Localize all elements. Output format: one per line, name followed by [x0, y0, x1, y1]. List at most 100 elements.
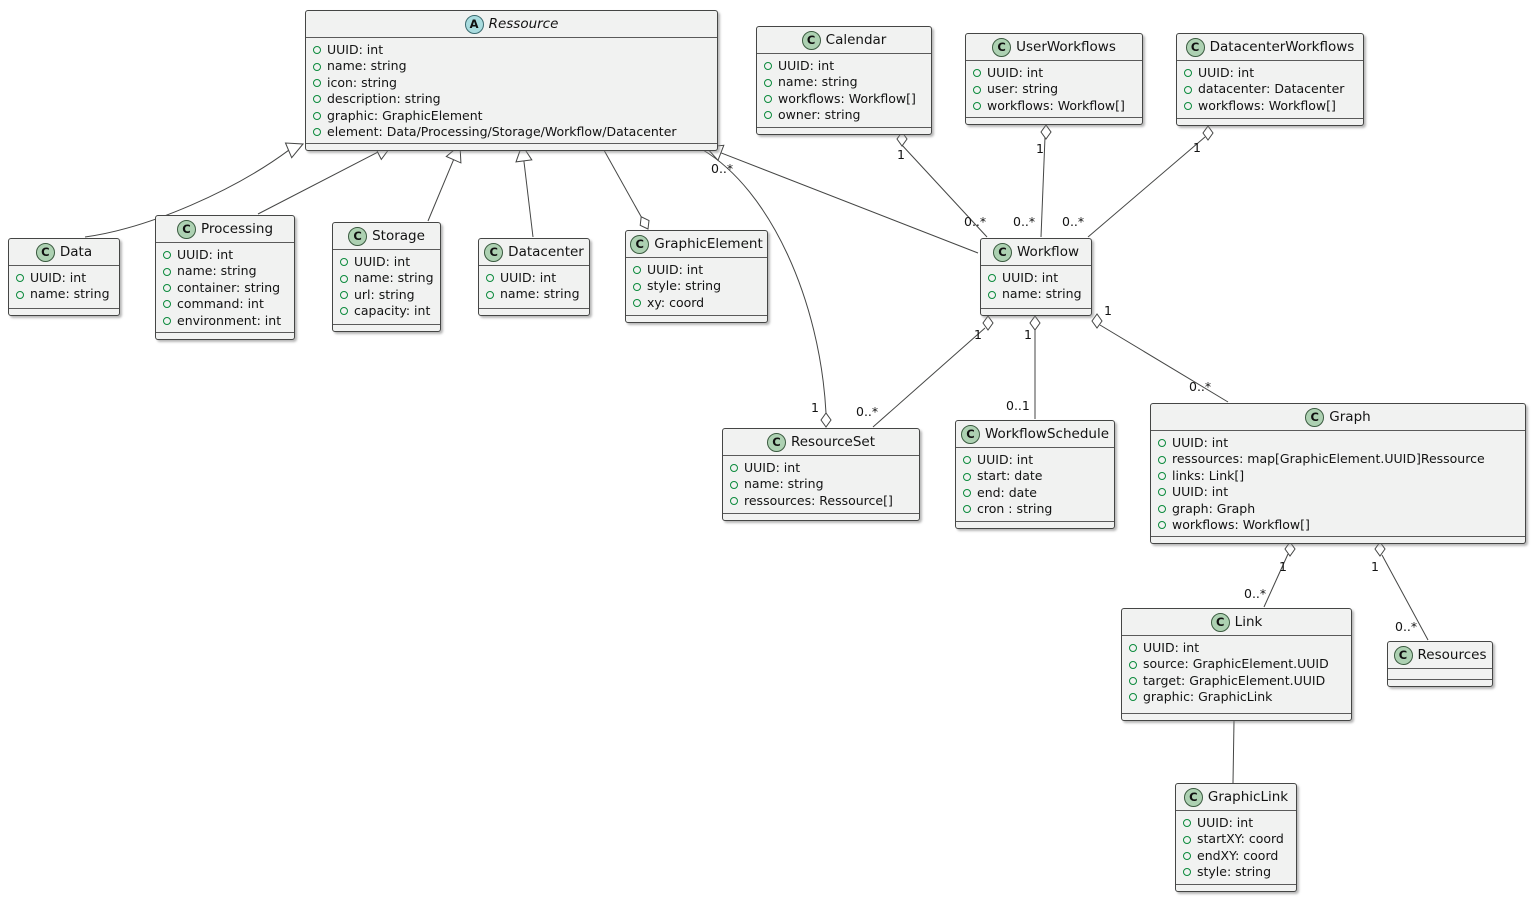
field-visibility-icon: [1129, 644, 1137, 653]
aggregation-diamond-workflow-resourceset: [982, 315, 994, 331]
methods-compartment: [1388, 679, 1492, 686]
field-text: links: Link[]: [1172, 467, 1245, 483]
field-visibility-icon: [988, 290, 996, 299]
class-icon: C: [766, 432, 786, 452]
field-row: environment: int: [163, 313, 287, 329]
field-row: graphic: GraphicElement: [313, 108, 710, 124]
field-row: UUID: int: [988, 270, 1084, 286]
field-row: name: string: [340, 270, 434, 286]
field-text: description: string: [327, 91, 441, 107]
field-row: UUID: int: [1129, 640, 1344, 656]
attributes-compartment: [1388, 669, 1492, 679]
multiplicity-label: 1: [1024, 327, 1032, 342]
field-row: links: Link[]: [1158, 468, 1518, 484]
field-text: workflows: Workflow[]: [1172, 517, 1310, 533]
field-visibility-icon: [963, 505, 971, 514]
field-text: owner: string: [778, 107, 861, 123]
field-row: target: GraphicElement.UUID: [1129, 673, 1344, 689]
field-visibility-icon: [963, 489, 971, 498]
edge-data-ressource: [84, 149, 289, 238]
multiplicity-label: 1: [974, 327, 982, 342]
class-icon: C: [1393, 645, 1413, 665]
class-header: C GraphicElement: [626, 231, 767, 258]
methods-compartment: [956, 521, 1114, 528]
field-row: UUID: int: [1158, 435, 1518, 451]
field-row: url: string: [340, 287, 433, 303]
field-visibility-icon: [163, 300, 171, 309]
edge-processing-ressource: [257, 151, 378, 215]
class-name: Graph: [1329, 409, 1371, 425]
field-visibility-icon: [1158, 472, 1166, 481]
field-row: start: date: [963, 468, 1107, 484]
field-row: UUID: int: [963, 452, 1107, 468]
field-text: UUID: int: [647, 262, 704, 277]
class-icon: C: [801, 30, 821, 50]
edge-graph-resources: [1381, 554, 1429, 641]
field-visibility-icon: [1158, 488, 1166, 497]
field-text: UUID: int: [1198, 65, 1255, 80]
field-visibility-icon: [1184, 69, 1192, 78]
field-visibility-icon: [1183, 868, 1191, 877]
class-header: C Storage: [333, 223, 440, 250]
field-text: source: GraphicElement.UUID: [1143, 656, 1329, 672]
methods-compartment: [1177, 118, 1363, 125]
aggregation-diamond-workflow-graph: [1091, 313, 1103, 329]
methods-compartment: [1122, 713, 1351, 720]
methods-compartment: [981, 308, 1091, 315]
field-visibility-icon: [963, 456, 971, 465]
class-name: Calendar: [825, 32, 887, 48]
field-text: url: string: [354, 286, 415, 302]
field-row: name: string: [313, 58, 710, 74]
multiplicity-label: 1: [897, 147, 905, 162]
multiplicity-label: 0..*: [856, 404, 878, 419]
field-visibility-icon: [764, 62, 772, 71]
field-visibility-icon: [163, 267, 171, 276]
field-row: ressources: map[GraphicElement.UUID]Ress…: [1158, 451, 1518, 467]
multiplicity-label: 1: [1104, 303, 1112, 318]
field-visibility-icon: [1129, 660, 1137, 669]
field-text: name: string: [354, 270, 434, 286]
methods-compartment: [626, 315, 767, 322]
field-text: element: Data/Processing/Storage/Workflo…: [327, 124, 677, 140]
field-text: environment: int: [177, 312, 282, 328]
field-row: name: string: [730, 476, 912, 492]
field-visibility-icon: [633, 299, 641, 308]
field-visibility-icon: [633, 282, 641, 291]
field-text: UUID: int: [1197, 815, 1254, 830]
class-icon: C: [35, 242, 55, 262]
field-visibility-icon: [313, 62, 321, 71]
field-row: style: string: [633, 278, 760, 294]
field-visibility-icon: [313, 46, 321, 55]
field-text: UUID: int: [1143, 640, 1200, 655]
field-row: icon: string: [313, 75, 710, 91]
field-visibility-icon: [163, 284, 171, 293]
field-visibility-icon: [1158, 439, 1166, 448]
class-name: Workflow: [1017, 244, 1079, 260]
field-text: UUID: int: [1172, 435, 1229, 450]
field-visibility-icon: [313, 128, 321, 137]
multiplicity-label: 0..*: [1013, 214, 1035, 229]
class-name: Storage: [372, 228, 425, 244]
class-name: Processing: [200, 221, 274, 237]
field-row: owner: string: [764, 107, 924, 123]
multiplicity-label: 1: [811, 400, 819, 415]
class-header: C Datacenter: [479, 239, 589, 266]
field-visibility-icon: [1158, 504, 1166, 513]
edge-workflow-resourceset: [872, 327, 986, 428]
class-name: ResourceSet: [790, 434, 876, 450]
field-text: name: string: [327, 58, 407, 74]
aggregation-diamond-resourceset: [820, 412, 832, 428]
inheritance-arrow-datacenter: [515, 143, 533, 163]
multiplicity-label: 1: [1279, 559, 1287, 574]
multiplicity-label: 0..*: [1244, 586, 1266, 601]
field-row: user: string: [973, 81, 1135, 97]
edge-ressource-resourceset: [702, 149, 827, 414]
